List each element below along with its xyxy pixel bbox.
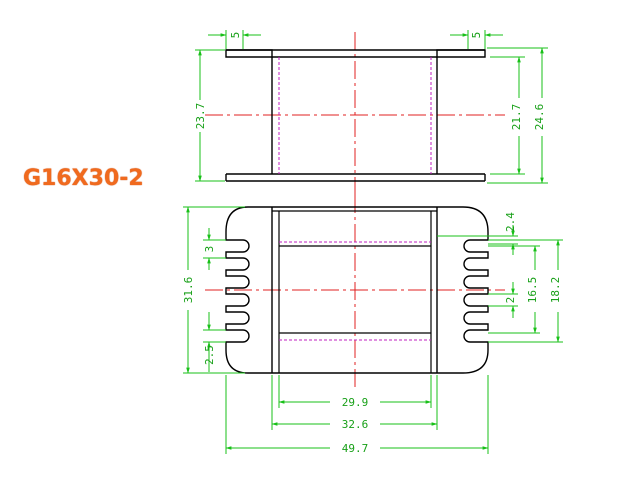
dim-inner-height xyxy=(490,56,525,175)
dim-flange-height xyxy=(195,49,225,182)
dim-inner-span xyxy=(488,245,540,334)
dim-overall-height-text: 31.6 xyxy=(182,277,195,304)
part-number-label: G16X30-2 xyxy=(23,166,144,191)
dim-overall-width xyxy=(225,375,489,454)
dim-slot-pitch xyxy=(203,228,226,270)
dim-slot-width-left-text: 2.5 xyxy=(203,345,216,365)
dim-overall-height xyxy=(183,206,245,374)
dim-flange-thickness-right xyxy=(450,30,503,49)
dim-inner-span-text: 16.5 xyxy=(526,277,539,304)
dim-flange-thickness-left-text: 5 xyxy=(229,32,242,39)
dim-flange-thickness-right-text: 5 xyxy=(470,32,483,39)
dim-overall-width-text: 49.7 xyxy=(342,442,369,455)
dim-outer-height-text: 24.6 xyxy=(533,104,546,131)
dim-inner-width-text: 29.9 xyxy=(342,396,369,409)
dim-slot-pitch-text: 3 xyxy=(203,246,216,253)
front-view-outline xyxy=(225,206,489,374)
dim-slot-width-right xyxy=(488,282,518,318)
dim-middle-width-text: 32.6 xyxy=(342,418,369,431)
dim-flange-thickness-left xyxy=(208,30,261,49)
dim-outer-span-text: 18.2 xyxy=(549,277,562,304)
dim-flange-height-text: 23.7 xyxy=(194,103,207,130)
dim-slot-width-left xyxy=(203,312,226,372)
dim-inner-width xyxy=(278,375,432,408)
dim-outer-height xyxy=(487,47,548,184)
top-view: 5 5 23.7 21.7 xyxy=(194,30,548,195)
dim-middle-width xyxy=(271,375,438,430)
dim-outer-span xyxy=(488,239,563,343)
dim-inner-height-text: 21.7 xyxy=(510,104,523,131)
dim-slot-width-right-text: 2 xyxy=(504,297,517,304)
front-view: 31.6 3 2.5 2.4 xyxy=(182,195,563,455)
dim-slot-depth-text: 2.4 xyxy=(504,212,517,232)
